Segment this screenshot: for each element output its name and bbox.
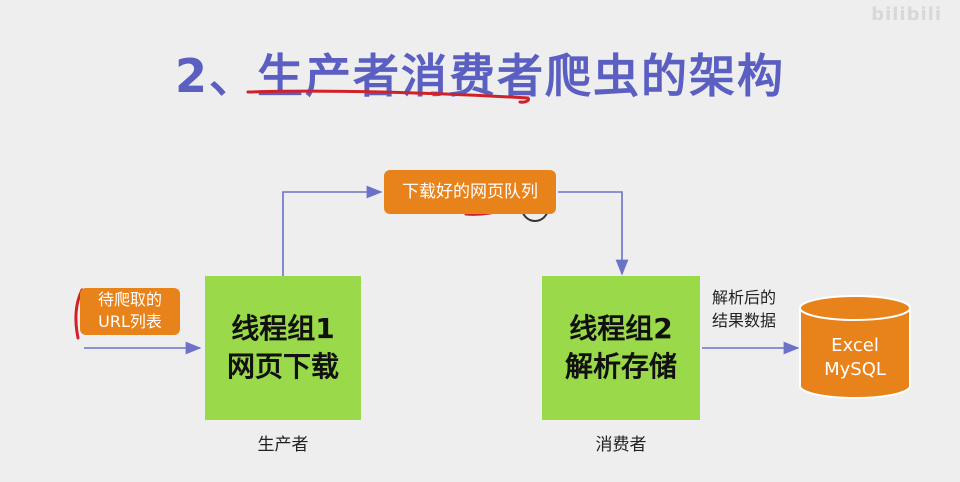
input-url-list-box: 待爬取的 URL列表 [80, 288, 180, 335]
storage-line1: Excel [831, 335, 879, 356]
arrow-queue-to-consumer [558, 191, 629, 276]
consumer-box-line2: 解析存储 [564, 350, 677, 383]
consumer-caption: 消费者 [595, 435, 647, 455]
output-data-note: 解析后的 结果数据 [712, 286, 776, 332]
consumer-thread-group-box: 线程组2 解析存储 [542, 276, 700, 420]
producer-caption: 生产者 [257, 435, 309, 455]
producer-box-line2: 网页下载 [226, 350, 339, 383]
output-note-line2: 结果数据 [712, 311, 777, 331]
output-note-line1: 解析后的 [712, 288, 777, 307]
page-queue-box: 下载好的网页队列 [384, 170, 556, 214]
watermark: bilibili [871, 4, 942, 25]
consumer-box-line1: 线程组2 [569, 312, 673, 346]
database-cylinder [799, 295, 911, 399]
storage-label: Excel MySQL [800, 334, 910, 383]
input-note-line1: 待爬取的 [97, 290, 162, 309]
storage-line2: MySQL [824, 359, 886, 381]
producer-box-line1: 线程组1 [231, 312, 335, 346]
input-note-line2: URL列表 [98, 312, 162, 331]
title-underline-annotation [246, 89, 530, 104]
arrow-producer-to-queue [282, 185, 383, 276]
producer-thread-group-box: 线程组1 网页下载 [205, 276, 361, 420]
